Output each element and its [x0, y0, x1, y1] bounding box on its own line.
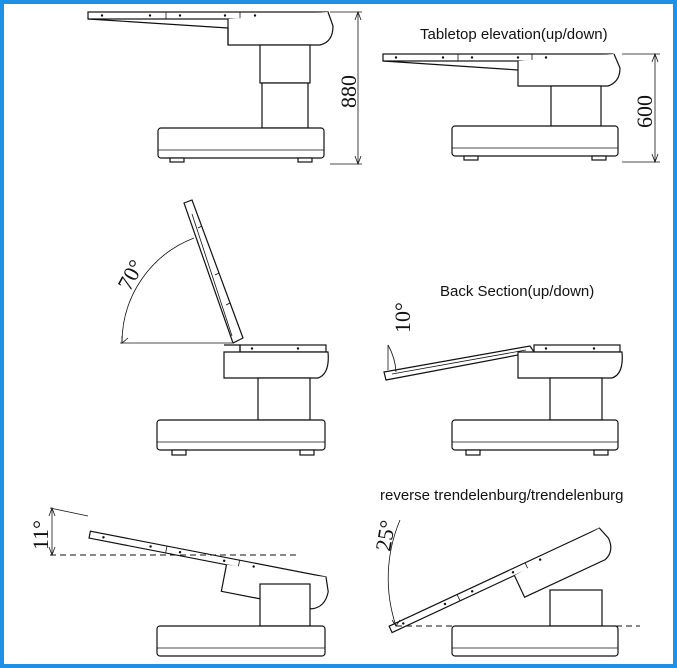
column-lower [261, 82, 309, 129]
caption-tabletop-elevation: Tabletop elevation(up/down) [420, 26, 608, 43]
dimension-600: 600 [622, 52, 660, 164]
caption-back-section: Back Section(up/down) [440, 283, 594, 300]
label-10-degrees: 10° [390, 302, 415, 333]
tabletop-upper [87, 11, 334, 46]
panel-tabletop-low: 600 [382, 52, 660, 164]
label-600: 600 [632, 95, 657, 128]
label-25-degrees: 25° [370, 518, 400, 553]
panel-tabletop-high: 880 [87, 10, 362, 166]
base [157, 127, 325, 159]
panel-back-10: 10° [383, 302, 623, 456]
label-11-degrees: 11° [28, 520, 53, 550]
panel-back-70: 70° [112, 199, 329, 456]
label-880: 880 [336, 75, 361, 108]
label-70-degrees: 70° [112, 255, 149, 294]
panel-tilt-11: 11° [28, 506, 329, 657]
column-upper [259, 44, 311, 84]
panel-tilt-25: 25° [370, 518, 640, 657]
dimension-880: 880 [330, 10, 362, 166]
caption-trendelenburg: reverse trendelenburg/trendelenburg [380, 487, 624, 504]
